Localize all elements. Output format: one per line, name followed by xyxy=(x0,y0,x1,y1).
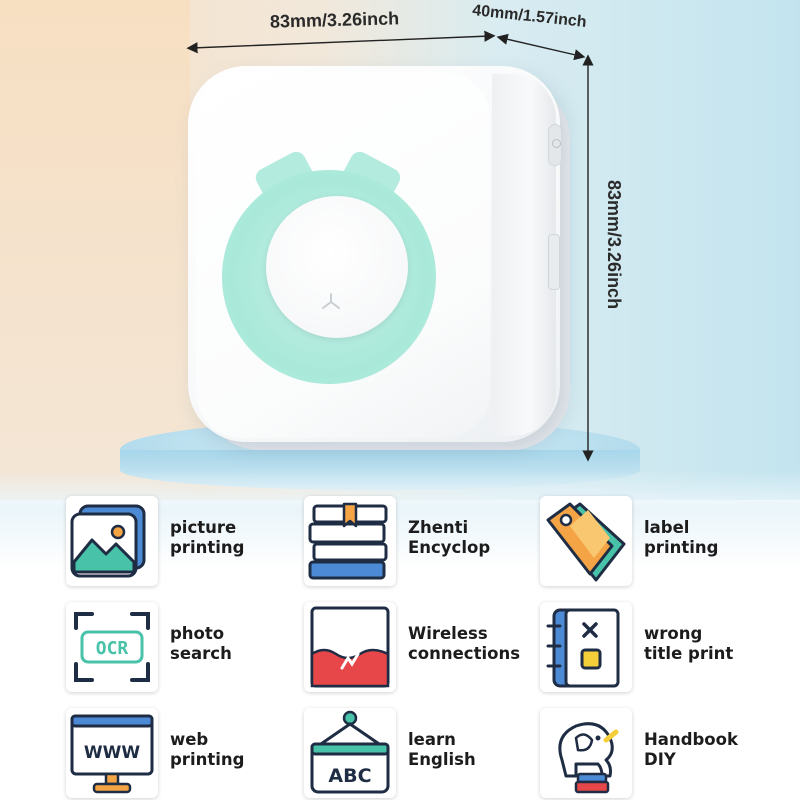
dimension-arrows xyxy=(186,30,594,462)
power-button-icon xyxy=(548,124,562,166)
feature-photo-search: OCR photo search xyxy=(66,602,296,692)
feature-label: photo search xyxy=(170,624,232,663)
feature-web-printing: WWW web printing xyxy=(66,708,296,798)
feature-wireless-connections: Wireless connections xyxy=(304,602,534,692)
feature-wrong-title-print: wrong title print xyxy=(540,602,770,692)
feature-label: Zhenti Encyclop xyxy=(408,518,491,557)
printer-side xyxy=(492,74,556,436)
usb-port xyxy=(548,234,560,290)
width-dimension-label: 83mm/3.26inch xyxy=(269,8,400,32)
background-left-band xyxy=(0,0,190,500)
ocr-scan-icon: OCR xyxy=(74,612,150,682)
logo-mark-icon xyxy=(322,293,340,309)
printer-lid-button xyxy=(266,196,408,338)
feature-handbook-diy: Handbook DIY xyxy=(540,708,770,798)
height-dimension-label: 83mm/3.26inch xyxy=(604,180,624,310)
elephant-icon xyxy=(558,722,619,794)
feature-label: wrong title print xyxy=(644,624,734,663)
abc-sign-icon: ABC xyxy=(310,710,390,794)
feature-picture-printing: picture printing xyxy=(66,496,296,586)
feature-label-printing: label printing xyxy=(540,496,770,586)
price-tag-icon xyxy=(546,502,626,582)
feature-learn-english: ABC learn English xyxy=(304,708,534,798)
ocr-icon-text: OCR xyxy=(96,638,129,659)
monitor-icon: WWW xyxy=(70,714,154,794)
wireless-paper-icon xyxy=(310,606,390,688)
www-icon-text: WWW xyxy=(84,743,141,763)
feature-label: web printing xyxy=(170,730,245,769)
picture-icon xyxy=(70,504,146,578)
feature-label: picture printing xyxy=(170,518,245,557)
books-icon xyxy=(308,502,388,580)
feature-label: Wireless connections xyxy=(408,624,521,663)
feature-label: label printing xyxy=(644,518,719,557)
feature-zhenti-encyclop: Zhenti Encyclop xyxy=(304,496,534,586)
feature-label: Handbook DIY xyxy=(644,730,738,769)
notebook-icon xyxy=(546,608,620,688)
abc-icon-text: ABC xyxy=(328,765,371,787)
feature-label: learn English xyxy=(408,730,476,769)
